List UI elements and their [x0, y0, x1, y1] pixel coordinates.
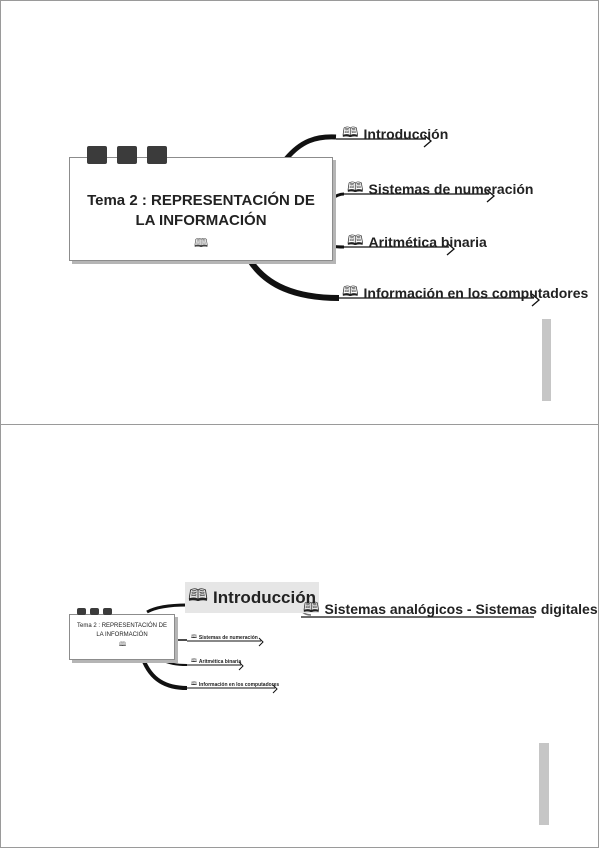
branch-label: Introducción [363, 126, 449, 142]
branch-informacion[interactable]: 🕮 Información en los computadores [342, 281, 588, 305]
book-icon: 🕮 [191, 634, 197, 640]
book-icon: 🕮 [194, 236, 209, 250]
arrow-introduccion [423, 134, 432, 148]
branch-label: Sistemas de numeración [198, 635, 258, 641]
book-icon: 🕮 [191, 681, 197, 687]
branch-label: Información en los computadores [363, 285, 589, 301]
scrollbar[interactable] [542, 319, 551, 401]
branch-label: Aritmética binaria [198, 659, 242, 665]
book-icon: 🕮 [191, 658, 197, 664]
arrow-aritmetica [238, 661, 244, 671]
arrow-aritmetica [446, 242, 455, 256]
branch-aritmetica[interactable]: 🕮 Aritmética binaria [347, 230, 487, 254]
topic-tab-2 [117, 146, 137, 164]
arrow-sistemas-numeracion [486, 189, 495, 203]
arrow-informacion [531, 293, 540, 307]
branch-informacion[interactable]: 🕮 Información en los computadores [191, 681, 279, 689]
topic-tab-1 [87, 146, 107, 164]
central-topic[interactable]: Tema 2 : REPRESENTACIÓN DE LA INFORMACIÓ… [69, 614, 175, 660]
book-icon: 🕮 [188, 586, 209, 606]
branch-introduccion[interactable]: 🕮 Introducción [342, 122, 448, 146]
slide-1: Tema 2 : REPRESENTACIÓN DE LA INFORMACIÓ… [0, 0, 599, 425]
branch-sistemas-numeracion[interactable]: 🕮 Sistemas de numeración [347, 177, 533, 201]
slide-1-connectors [246, 134, 540, 307]
connector-aritmetica [158, 658, 188, 666]
connector-informacion [141, 658, 188, 690]
branch-label: Aritmética binaria [368, 234, 487, 250]
topic-tab-3 [103, 608, 112, 615]
book-icon: 🕮 [119, 641, 127, 648]
branch-label: Información en los computadores [198, 682, 280, 688]
arrow-sistemas-numeracion [258, 637, 264, 647]
subtopic-label: Sistemas analógicos - Sistemas digitales [324, 601, 598, 617]
scrollbar[interactable] [539, 743, 549, 825]
branch-sistemas-numeracion[interactable]: 🕮 Sistemas de numeración [191, 634, 258, 642]
connector-introduccion [146, 603, 188, 614]
branch-introduccion-selected[interactable]: 🕮 Introducción [185, 582, 319, 613]
connector-introduccion [284, 134, 337, 161]
central-topic-title: Tema 2 : REPRESENTACIÓN DE LA INFORMACIÓ… [87, 192, 315, 229]
slide-2: Tema 2 : REPRESENTACIÓN DE LA INFORMACIÓ… [0, 424, 599, 848]
branch-label: Introducción [213, 587, 316, 607]
central-topic[interactable]: Tema 2 : REPRESENTACIÓN DE LA INFORMACIÓ… [69, 157, 333, 261]
topic-tab-3 [147, 146, 167, 164]
topic-tab-2 [90, 608, 99, 615]
arrow-informacion [272, 684, 278, 694]
book-icon: 🕮 [347, 233, 364, 249]
book-icon: 🕮 [342, 284, 359, 300]
central-topic-title: Tema 2 : REPRESENTACIÓN DE LA INFORMACIÓ… [77, 623, 167, 638]
branch-aritmetica[interactable]: 🕮 Aritmética binaria [191, 658, 241, 666]
connector-informacion [246, 257, 340, 301]
topic-tab-1 [77, 608, 86, 615]
branch-label: Sistemas de numeración [368, 181, 534, 197]
subtopic-sistemas-analogicos[interactable]: 🕮 Sistemas analógicos - Sistemas digital… [303, 597, 598, 621]
book-icon: 🕮 [342, 125, 359, 141]
book-icon: 🕮 [347, 180, 364, 196]
book-icon: 🕮 [303, 600, 320, 616]
